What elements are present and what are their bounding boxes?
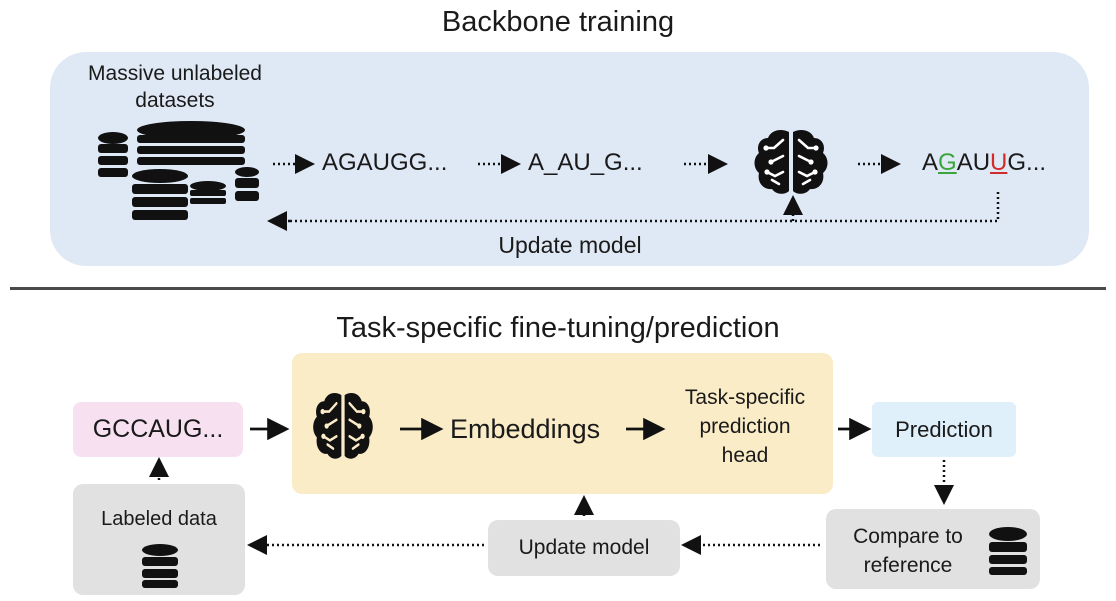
labeled-data-label: Labeled data <box>101 508 217 530</box>
section-divider <box>10 287 1106 290</box>
finetune-title: Task-specific fine-tuning/prediction <box>336 312 780 344</box>
output-seq-g: G <box>938 149 957 176</box>
prediction-box: Prediction <box>872 402 1016 457</box>
masked-sequence: A_AU_G... <box>528 149 643 176</box>
input-sequence-box: GCCAUG... <box>73 402 243 457</box>
input-sequence: AGAUGG... <box>322 149 448 176</box>
database-cluster-icon <box>98 121 259 220</box>
brain-icon <box>754 130 828 194</box>
output-seq-mid: AU <box>956 149 991 176</box>
backbone-title: Backbone training <box>441 6 675 38</box>
finetune-input-sequence: GCCAUG... <box>92 415 224 443</box>
output-seq-prefix: A <box>922 149 939 176</box>
model-box <box>292 353 833 494</box>
output-seq-suffix: G... <box>1007 149 1047 176</box>
embeddings-label: Embeddings <box>450 414 601 444</box>
compare-label: Compare to reference <box>853 525 963 577</box>
reference-database-icon <box>989 527 1027 575</box>
dataset-label: Massive unlabeled datasets <box>88 62 262 112</box>
prediction-label: Prediction <box>895 416 993 442</box>
finetune-brain-icon <box>313 393 373 459</box>
database-icon <box>142 544 178 588</box>
output-sequence: AGAUUG... <box>922 149 1046 177</box>
bottom-update-label: Update model <box>518 536 650 559</box>
top-update-label: Update model <box>498 232 642 258</box>
output-seq-u: U <box>990 149 1008 176</box>
prediction-head-label: Task-specific prediction head <box>684 386 806 467</box>
update-model-box: Update model <box>488 520 680 576</box>
